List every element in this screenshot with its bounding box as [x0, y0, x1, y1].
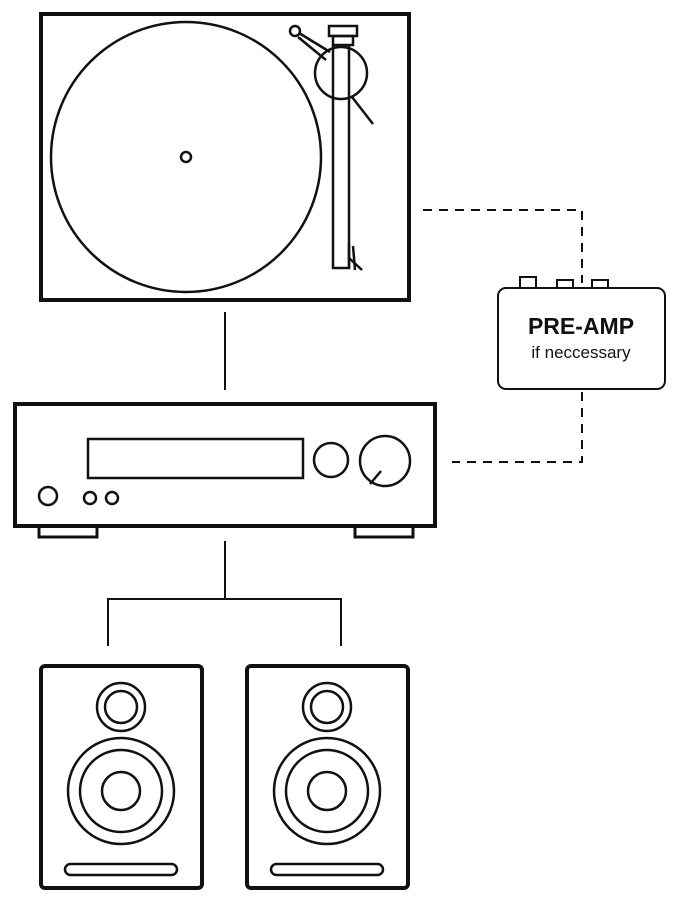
speaker-left-tweeter-outer — [95, 681, 147, 733]
speaker-left-woofer-cap — [100, 770, 142, 812]
speaker-left-tweeter-inner — [103, 689, 139, 725]
amplifier — [13, 402, 437, 539]
speaker-right-port — [269, 862, 385, 877]
amplifier-display — [86, 437, 305, 480]
speaker-right-tweeter-inner — [309, 689, 345, 725]
speaker-left — [39, 664, 204, 890]
amplifier-volume-indicator — [369, 470, 382, 485]
speaker-left-woofer-outer — [66, 736, 176, 846]
tonearm-bearing — [313, 45, 369, 101]
preamp-subtitle: if neccessary — [531, 343, 631, 362]
speaker-right-woofer-cap — [306, 770, 348, 812]
speaker-right-woofer-outer — [272, 736, 382, 846]
speaker-split-cable — [107, 598, 342, 646]
tonearm-counterweight-cap — [327, 24, 359, 38]
speaker-left-woofer-mid — [78, 748, 164, 834]
tonearm — [288, 24, 374, 271]
speaker-right — [245, 664, 410, 890]
tonearm-pivot-knob — [288, 24, 302, 38]
amplifier-small-knob — [312, 441, 350, 479]
tonearm-counterweight-neck — [331, 34, 355, 47]
preamp-title: PRE-AMP — [528, 313, 634, 339]
speaker-right-tweeter-outer — [301, 681, 353, 733]
dashed-turntable-to-preamp — [423, 209, 583, 283]
connection-lines — [107, 209, 583, 646]
amplifier-volume-knob — [358, 434, 412, 488]
preamp-body — [497, 287, 666, 390]
amplifier-body — [13, 402, 437, 528]
turntable-platter — [49, 20, 323, 294]
amplifier-button-1 — [82, 490, 98, 506]
speaker-right-cabinet — [245, 664, 410, 890]
amplifier-power-button — [37, 485, 59, 507]
speaker-left-port — [63, 862, 179, 877]
preamp: PRE-AMP if neccessary — [497, 276, 666, 390]
tonearm-wand — [331, 45, 351, 270]
speaker-right-woofer-mid — [284, 748, 370, 834]
turntable-spindle — [179, 150, 193, 164]
dashed-preamp-to-amp — [452, 392, 583, 463]
turntable — [39, 12, 411, 302]
turntable-plinth — [39, 12, 411, 302]
speaker-left-cabinet — [39, 664, 204, 890]
amplifier-button-2 — [104, 490, 120, 506]
